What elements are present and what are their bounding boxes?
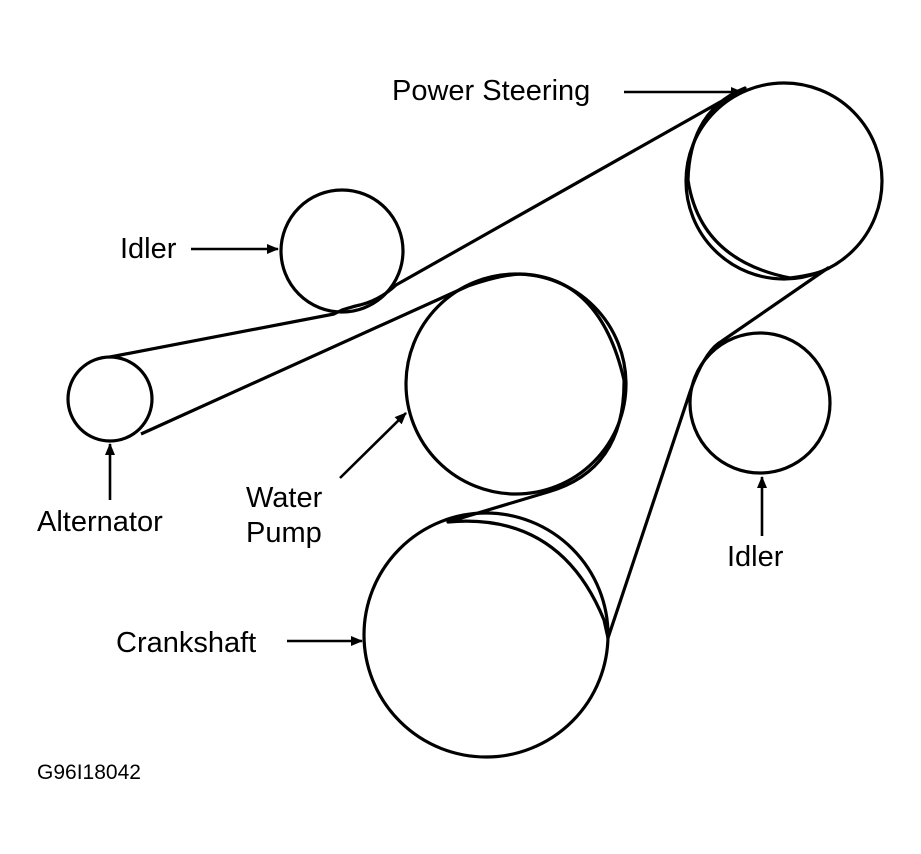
idler-right-label: Idler <box>727 541 784 573</box>
power-steering-label: Power Steering <box>392 75 590 107</box>
crankshaft-pulley <box>362 511 610 759</box>
serpentine-belt <box>109 86 830 640</box>
water-pump-label-line1: Water <box>246 482 323 514</box>
idler-top-label: Idler <box>120 233 177 265</box>
water-pump-pulley <box>404 272 628 496</box>
figure-id: G96I18042 <box>37 761 141 784</box>
water-pump-arrow <box>339 412 407 479</box>
idler-right-pulley <box>688 331 832 475</box>
crankshaft-label: Crankshaft <box>116 627 256 659</box>
idler-top-pulley <box>279 188 405 314</box>
alternator-pulley <box>66 355 154 443</box>
power-steering-pulley <box>684 81 884 281</box>
alternator-label: Alternator <box>37 506 163 538</box>
water-pump-label-line2: Pump <box>246 517 322 549</box>
